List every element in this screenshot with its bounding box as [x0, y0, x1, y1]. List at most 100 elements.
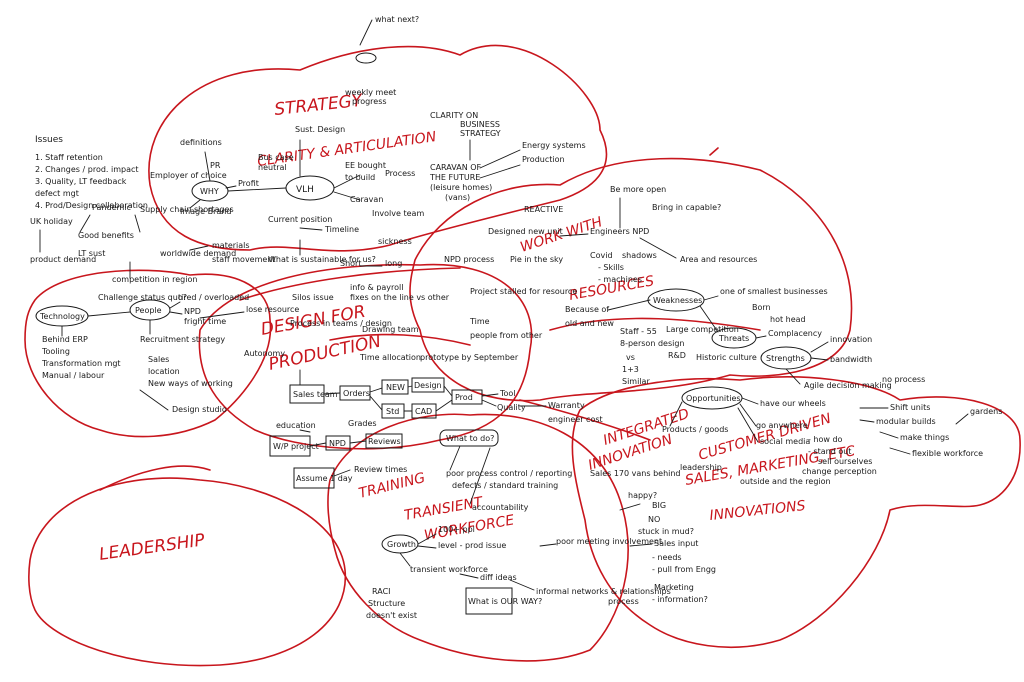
label-process-teams: Process in teams / design: [290, 319, 392, 328]
label-autonomy: Autonomy: [244, 349, 285, 358]
label-grades: Grades: [348, 419, 377, 428]
our-way-label: What is OUR WAY?: [468, 597, 542, 606]
label-energy-systems: Energy systems: [522, 141, 586, 150]
label-tooling: Tooling: [41, 347, 70, 356]
label-lose-resource: lose resource: [246, 305, 299, 314]
label-old-new: old and new: [565, 319, 614, 328]
label-vs: vs: [626, 353, 635, 362]
label-clarity-on: CLARITY ON: [430, 111, 478, 120]
label-to-build: to build: [345, 173, 375, 182]
box-design-label: Design: [414, 381, 442, 390]
issue-item-4: 4. Prod/Design collaboration: [35, 201, 148, 210]
label-caravan-future: CARAVAN OF: [430, 163, 482, 172]
people-node-label: People: [135, 306, 162, 315]
label-quality: Quality: [497, 403, 526, 412]
label-lt-sust: LT sust: [78, 249, 105, 258]
label-go-anywhere: go anywhere: [756, 421, 808, 430]
opportunity-links: [619, 397, 969, 511]
label-similar: Similar: [622, 377, 650, 386]
opportunities-node-label: Opportunities: [686, 394, 741, 403]
label-drawing-team: Drawing team: [362, 325, 419, 334]
what-to-do-label: What to do?: [446, 434, 494, 443]
label-review-times: Review times: [354, 465, 407, 474]
label-supply-chain: Supply chain shortages: [140, 205, 234, 214]
box-wp-project-label: W/P project: [273, 442, 319, 451]
label-recruitment: Recruitment strategy: [140, 335, 225, 344]
issue-item-1: 1. Staff retention: [35, 153, 103, 162]
label-accountability: accountability: [472, 503, 529, 512]
box-reviews-label: Reviews: [368, 437, 401, 446]
label-time-allocation: Time allocation: [359, 353, 421, 362]
leadership-cluster-outline: [28, 477, 347, 667]
label-process: Process: [385, 169, 415, 178]
strategy-cluster-outline: [148, 44, 608, 252]
label-tired: tired / overloaded: [178, 293, 249, 302]
label-make-things: make things: [900, 433, 949, 442]
label-complacency: Complacency: [768, 329, 822, 338]
label-informal: informal networks & relationships: [536, 587, 671, 596]
box-prod-label: Prod: [455, 393, 473, 402]
box-orders-label: Orders: [343, 389, 370, 398]
our-way-box: [465, 587, 513, 615]
why-node-label: WHY: [200, 187, 219, 196]
box-npd-label: NPD: [329, 439, 346, 448]
label-products-goods: Products / goods: [662, 425, 728, 434]
label-have-wheels: have our wheels: [760, 399, 826, 408]
label-bandwidth: bandwidth: [830, 355, 872, 364]
issues-title: Issues: [35, 135, 63, 145]
label-vans: (vans): [445, 193, 470, 202]
strengths-node-label: Strengths: [766, 354, 805, 363]
idea-bulb-icon: [355, 52, 377, 64]
label-marketing: Marketing: [654, 583, 694, 592]
label-short: Short: [340, 259, 361, 268]
label-information: - information?: [652, 595, 708, 604]
what-next-arrow: [359, 19, 373, 46]
label-happy: happy?: [628, 491, 657, 500]
label-pie-sky: Pie in the sky: [510, 255, 563, 264]
resources-cluster-outline: [409, 157, 853, 402]
box-prod: [451, 389, 483, 405]
label-hot-head: hot head: [770, 315, 806, 324]
label-sell-ourselves: sell ourselves: [818, 457, 872, 466]
label-npd-process: NPD process: [444, 255, 494, 264]
threats-node-label: Threats: [718, 334, 749, 343]
label-people-other: people from other: [470, 331, 543, 340]
box-design: [411, 377, 445, 393]
label-because-of: Because of: [565, 305, 609, 314]
label-rd: R&D: [668, 351, 686, 360]
red-connector-lines: [99, 147, 761, 491]
box-assume-day: [293, 467, 335, 489]
label-staff55: Staff - 55: [620, 327, 657, 336]
label-worldwide-demand: worldwide demand: [160, 249, 236, 258]
label-project-stalled: Project stalled for resource: [470, 287, 577, 296]
label-image-brand: Image Brand: [180, 207, 231, 216]
label-employer: Employer of choice: [150, 171, 227, 180]
label-involve-team: Involve team: [372, 209, 424, 218]
label-product-demand: product demand: [30, 255, 96, 264]
people-links: [61, 301, 245, 411]
growth-node-label: Growth: [387, 540, 416, 549]
label-sales-input: Sales input: [654, 539, 698, 548]
heading-training: TRAINING: [357, 470, 427, 502]
label-born: Born: [752, 303, 771, 312]
label-silos-issue: Silos issue: [292, 293, 334, 302]
label-leadership-small: leadership: [680, 463, 722, 472]
label-shift-units: Shift units: [890, 403, 930, 412]
box-std-label: Std: [386, 407, 399, 416]
label-materials: materials: [212, 241, 250, 250]
label-flexible: flexible workforce: [912, 449, 983, 458]
label-growth-nums: 100+ ppl: [438, 525, 475, 534]
label-engineers-npd: Engineers NPD: [590, 227, 649, 236]
weaknesses-node-label: Weaknesses: [653, 296, 702, 305]
label-how-do: - how do: [808, 435, 843, 444]
training-links: [399, 445, 653, 591]
label-doesnt-exist: doesn't exist: [366, 611, 417, 620]
label-fright-time: fright time: [184, 317, 226, 326]
label-stuck: stuck in mud?: [638, 527, 694, 536]
label-definitions: definitions: [180, 138, 222, 147]
label-agile: Agile decision making: [804, 381, 892, 390]
label-skills: - Skills: [598, 263, 624, 272]
label-sales-170: Sales 170 vans behind: [590, 469, 681, 478]
box-sales-team-label: Sales team: [293, 390, 338, 399]
technology-node-label: Technology: [39, 312, 85, 321]
